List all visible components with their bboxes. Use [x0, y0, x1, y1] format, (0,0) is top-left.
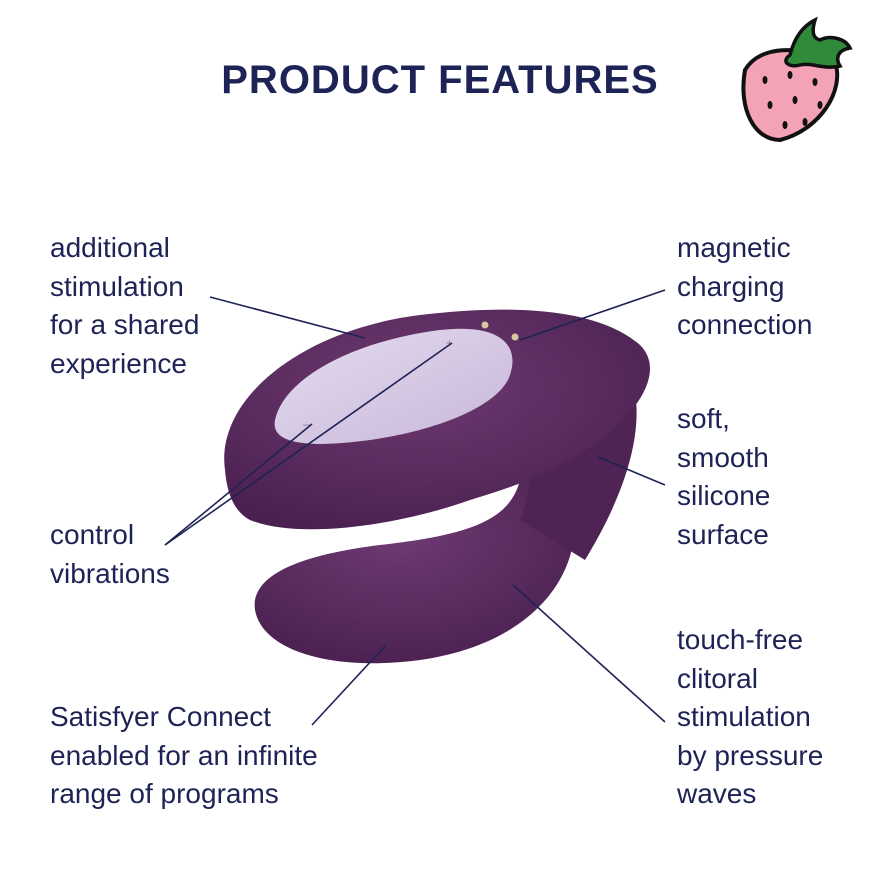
- label-line: experience: [50, 347, 187, 379]
- label-line: for a shared: [50, 309, 200, 340]
- label-line: by pressure: [677, 739, 824, 771]
- minus-button-icon[interactable]: –: [303, 417, 310, 431]
- page-title: PRODUCT FEATURES: [221, 58, 659, 102]
- label-line: enabled for an infinite: [50, 739, 318, 771]
- callout-lines: [164, 289, 666, 726]
- label-line: clitoral: [677, 662, 758, 694]
- label-line: stimulation: [50, 270, 184, 302]
- feature-silicone-surface: soft, smooth silicone surface: [677, 400, 770, 554]
- label-line: smooth: [677, 441, 769, 473]
- label-line: touch-free: [677, 624, 804, 655]
- label-line: additional: [50, 232, 170, 263]
- label-line: waves: [677, 778, 757, 809]
- control-panel[interactable]: [274, 328, 513, 444]
- label-line: surface: [677, 518, 769, 550]
- charging-contact-icon: [481, 321, 489, 329]
- product-lower-arm: [254, 470, 575, 664]
- label-line: charging: [677, 270, 785, 302]
- strawberry-icon: [741, 16, 853, 143]
- feature-shared-stimulation: additional stimulation for a shared expe…: [50, 229, 199, 383]
- feature-app-connect: Satisfyer Connect enabled for an infinit…: [50, 698, 318, 814]
- label-line: vibrations: [50, 557, 170, 589]
- label-line: stimulation: [677, 701, 811, 732]
- feature-magnetic-charging: magnetic charging connection: [677, 229, 812, 345]
- feature-pressure-waves: touch-free clitoral stimulation by press…: [677, 621, 823, 814]
- label-line: silicone: [677, 480, 771, 511]
- label-line: connection: [677, 309, 813, 340]
- label-line: soft,: [677, 403, 730, 434]
- charging-contact-icon: [511, 333, 519, 341]
- label-line: magnetic: [677, 232, 791, 263]
- label-line: control: [50, 519, 135, 550]
- label-line: range of programs: [50, 778, 279, 809]
- plus-button-icon[interactable]: +: [446, 336, 453, 350]
- feature-control-vibrations: control vibrations: [50, 516, 170, 593]
- label-line: Satisfyer Connect: [50, 701, 271, 732]
